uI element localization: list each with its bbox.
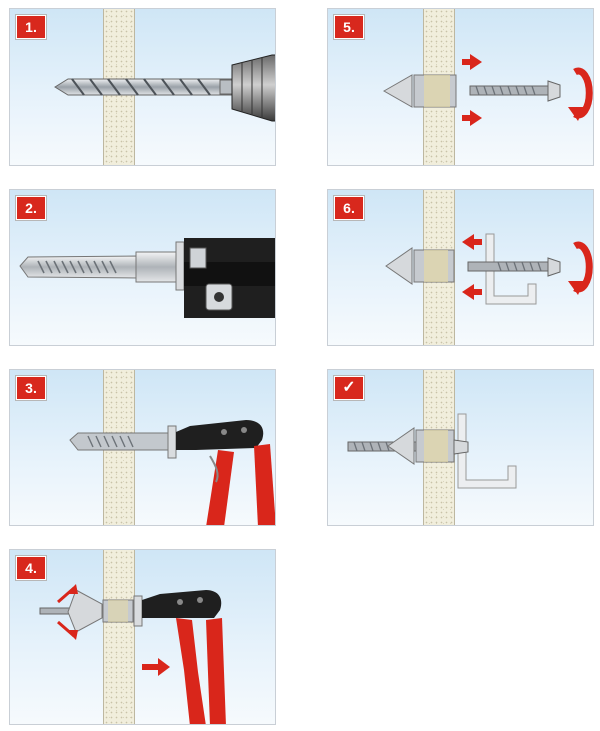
attach-hook-illustration bbox=[385, 233, 593, 305]
insert-anchor-illustration bbox=[69, 420, 275, 525]
step-badge: 2. bbox=[16, 196, 46, 220]
step-2-panel: 2. bbox=[9, 189, 276, 346]
step-badge: 5. bbox=[334, 15, 364, 39]
expand-anchor-illustration bbox=[39, 584, 226, 724]
anchor-tool-illustration bbox=[19, 238, 275, 318]
step-badge: 6. bbox=[334, 196, 364, 220]
remove-screw-illustration bbox=[382, 54, 593, 126]
step-done-panel: ✓ bbox=[327, 369, 594, 526]
check-badge: ✓ bbox=[334, 376, 364, 400]
drill-illustration bbox=[54, 54, 275, 122]
finished-hook-illustration bbox=[347, 413, 517, 489]
step-6-panel: 6. bbox=[327, 189, 594, 346]
step-badge: 1. bbox=[16, 15, 46, 39]
wall-section bbox=[103, 550, 135, 724]
step-5-panel: 5. bbox=[327, 8, 594, 166]
step-4-panel: 4. bbox=[9, 549, 276, 725]
step-3-panel: 3. bbox=[9, 369, 276, 526]
step-badge: 3. bbox=[16, 376, 46, 400]
step-badge: 4. bbox=[16, 556, 46, 580]
step-1-panel: 1. bbox=[9, 8, 276, 166]
